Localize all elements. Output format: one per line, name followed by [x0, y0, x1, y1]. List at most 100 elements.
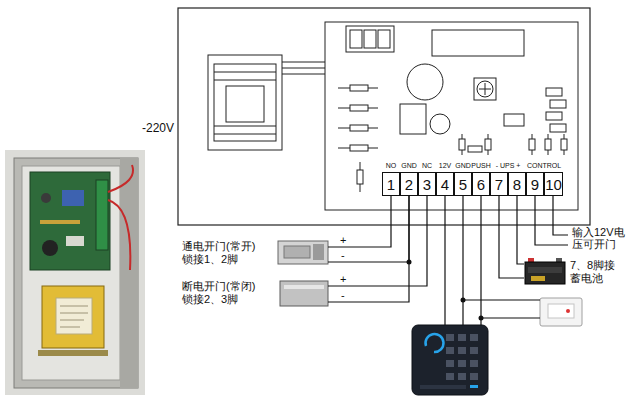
- keypad-key: [470, 360, 478, 367]
- terminal-number: 10: [545, 177, 562, 192]
- diode-symbol: [468, 146, 482, 152]
- battery-label: 7、8脚接 蓄电池: [570, 259, 622, 285]
- terminal-number: 8: [513, 177, 521, 192]
- resistor-symbol: [459, 139, 465, 150]
- wire: [553, 196, 568, 235]
- battery-terminal: [528, 258, 534, 262]
- terminal-name: - UPS +: [496, 161, 521, 170]
- keypad-key: [446, 360, 454, 367]
- resistor-symbol: [561, 139, 567, 150]
- box-tray: [22, 166, 120, 380]
- photo-bracket: [38, 350, 108, 356]
- terminal-number: 5: [459, 177, 467, 192]
- terminal-box: 1: [382, 172, 400, 196]
- magnetic-lock-face: [284, 285, 324, 289]
- junction-dots: [461, 298, 484, 321]
- terminal-box: 9: [526, 172, 544, 196]
- card-reader-led: [470, 385, 478, 388]
- lock-label: 断电开门(常闭) 锁接2、3脚: [182, 280, 274, 306]
- photo-capacitor: [42, 240, 58, 256]
- resistor-leads: [462, 134, 564, 155]
- terminal-box: 5: [454, 172, 472, 196]
- keypad-key: [458, 360, 466, 367]
- lock-lead: [328, 247, 336, 262]
- battery-body: [525, 262, 565, 284]
- wire: [481, 196, 540, 325]
- terminal-name: CONTROL: [527, 161, 561, 170]
- box-flange: [120, 158, 138, 388]
- card-reader-strip: [420, 385, 466, 389]
- card-reader-logo: [425, 334, 443, 352]
- terminal-box: 3: [418, 172, 436, 196]
- capacitor-symbol: [430, 114, 450, 134]
- terminal-name: GND: [455, 161, 471, 170]
- resistor-symbol: [350, 125, 368, 131]
- battery-picture: [525, 258, 565, 284]
- strike-lock-picture: [278, 241, 336, 264]
- transformer-frame: [214, 64, 276, 141]
- small-part: [550, 124, 566, 132]
- magnetic-lock-picture: [280, 281, 336, 306]
- exit-button-plate: [540, 298, 582, 326]
- keypad-key: [458, 373, 466, 380]
- exit-button-key: [548, 304, 574, 318]
- terminal-number: 3: [423, 177, 431, 192]
- keypad-keys: [446, 334, 478, 380]
- transformer-core: [226, 86, 264, 122]
- transformer-bands: [214, 72, 276, 134]
- terminal-box: 6: [472, 172, 490, 196]
- pcb-board: [325, 22, 578, 210]
- keypad-key: [446, 373, 454, 380]
- wire: [444, 196, 445, 325]
- device-photo: [5, 150, 145, 395]
- terminal-box: 2: [400, 172, 418, 196]
- keypad-key: [446, 347, 454, 354]
- device-wires: [445, 196, 568, 325]
- terminal-number: 7: [495, 177, 503, 192]
- resistor-symbol: [529, 139, 535, 150]
- photo-sticker-lines: [60, 306, 88, 327]
- terminal-box: 10: [544, 172, 563, 196]
- terminal-box: 7: [490, 172, 508, 196]
- heatsink-block: [432, 30, 524, 56]
- terminal-box: 4: [436, 172, 454, 196]
- keypad-key: [470, 334, 478, 341]
- photo-part: [40, 220, 80, 224]
- wire-connector: [517, 196, 524, 264]
- transformer-symbol: [208, 55, 282, 150]
- exit-button-lamp: [566, 309, 570, 313]
- wire-connector: [336, 196, 427, 286]
- terminal-number: 4: [441, 177, 449, 192]
- lock-label: 通电开门(常开) 锁接1、2脚: [182, 240, 274, 266]
- photo-capacitor: [41, 193, 51, 203]
- small-part: [550, 100, 566, 108]
- metal-box: [14, 158, 138, 388]
- lock-lead: [328, 286, 336, 302]
- wire-connector: [336, 196, 391, 247]
- photo-red-wire: [108, 165, 133, 270]
- keypad-key: [470, 347, 478, 354]
- photo-pcb: [30, 172, 110, 270]
- terminal-name: PUSH: [471, 161, 490, 170]
- lock-device: 断电开门(常闭) 锁接2、3脚: [180, 276, 336, 310]
- keypad-key: [470, 373, 478, 380]
- photo-relay: [62, 190, 84, 206]
- wire-connector: [336, 196, 409, 262]
- exit-button-picture: [540, 298, 582, 326]
- resistor-leads: [338, 88, 378, 148]
- terminal-number: 2: [405, 177, 413, 192]
- terminal-name: NC: [422, 161, 432, 170]
- terminal-number: 6: [477, 177, 485, 192]
- keypad-key: [446, 334, 454, 341]
- terminal-number: 1: [387, 177, 395, 192]
- capacitor-symbol: [407, 64, 443, 100]
- control-note: 输入12V电 压可开门: [572, 226, 638, 250]
- transformer-body: [208, 55, 282, 150]
- connector-pin: [378, 30, 390, 48]
- resistor-symbol: [545, 139, 551, 150]
- terminal-name: GND: [401, 161, 417, 170]
- resistor-symbol: [357, 170, 363, 184]
